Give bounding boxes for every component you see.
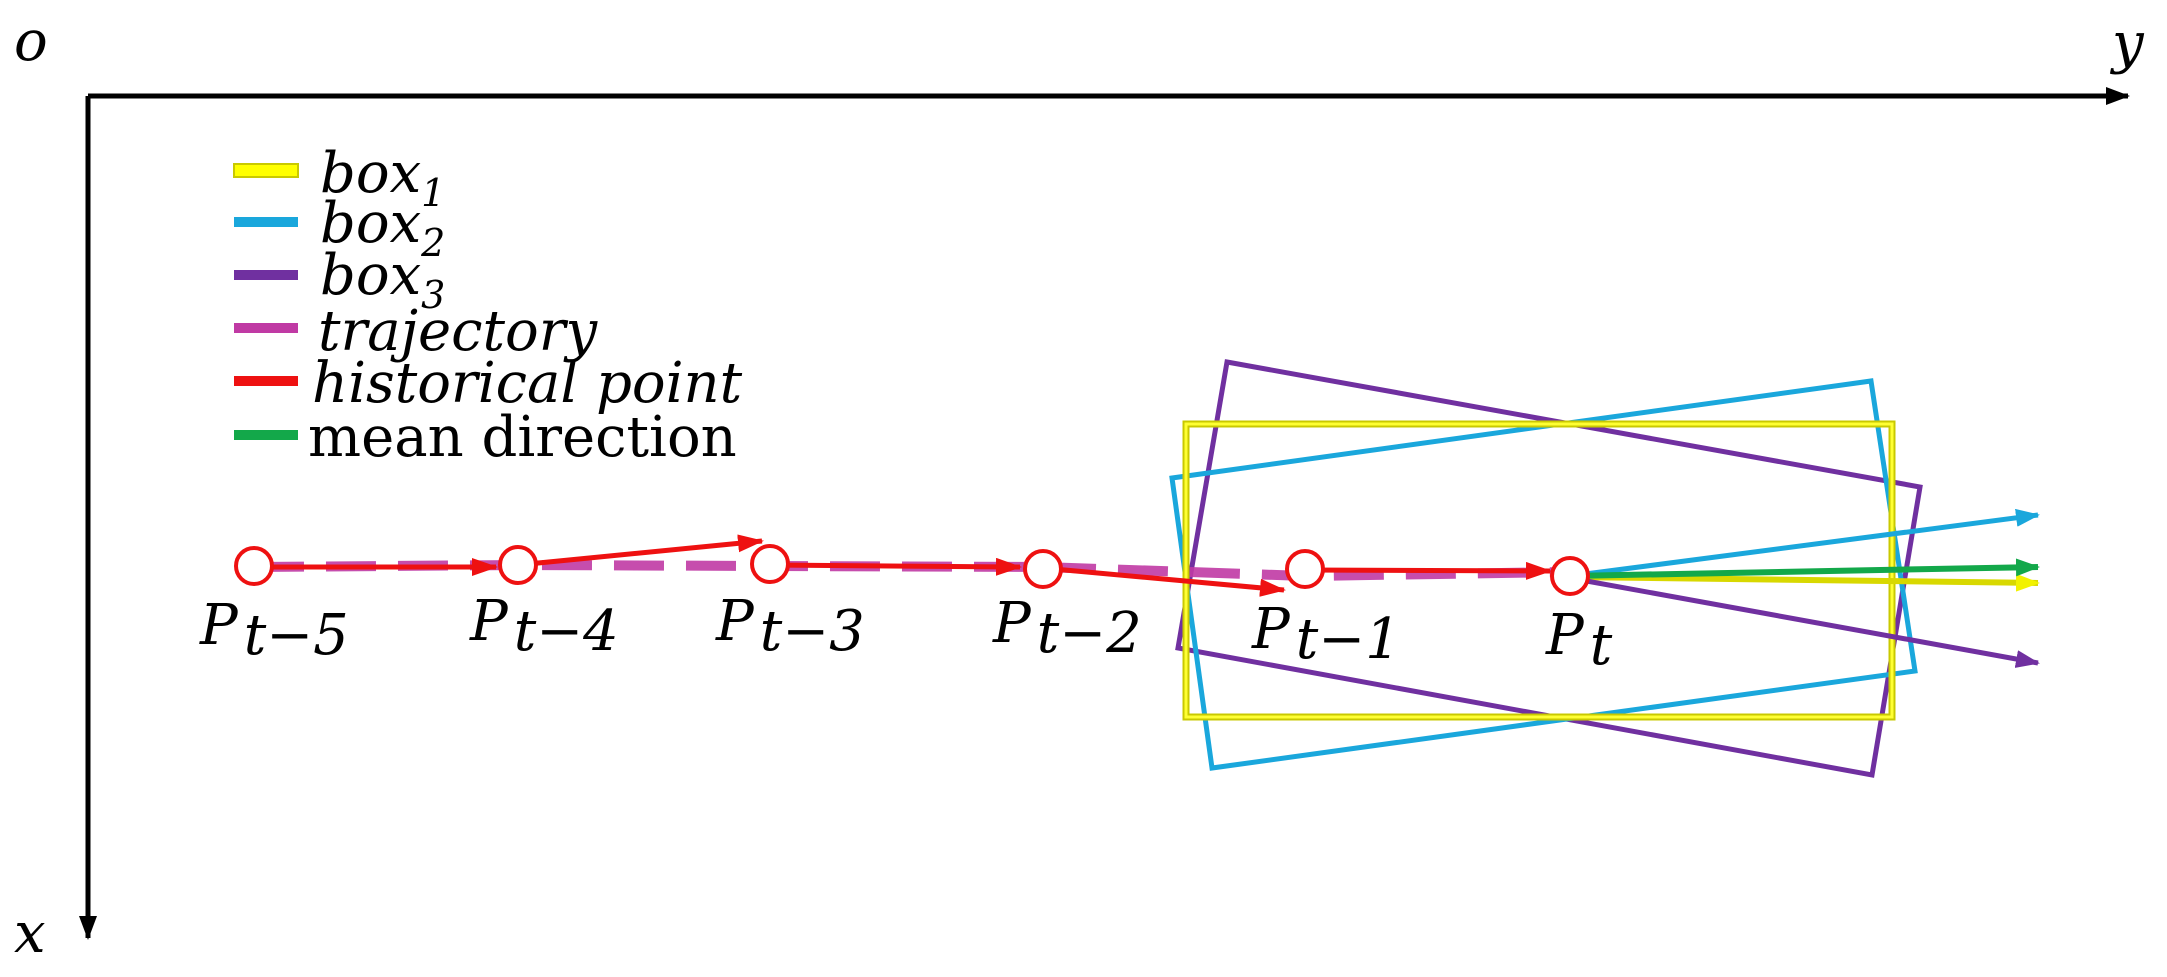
point-marker-t <box>1550 556 1590 596</box>
legend-swatch-historical-point <box>234 376 298 386</box>
mean-direction-arrow <box>1569 558 2040 579</box>
legend-label-box3: box3 <box>320 243 445 317</box>
point-marker-t-5 <box>234 546 274 586</box>
point-marker-t-2 <box>1023 549 1063 589</box>
legend-item-box1: box1 <box>233 141 445 215</box>
direction-arrows <box>1569 508 2040 668</box>
legend-label-box1: box1 <box>320 141 445 215</box>
point-marker-t-3 <box>750 544 790 584</box>
box1-direction-arrow <box>1569 573 2040 592</box>
y-axis-label: y <box>2109 11 2145 76</box>
legend-swatch-box3 <box>234 270 298 280</box>
legend: box1 box2 box3 trajectory historical poi… <box>233 141 743 470</box>
legend-item-box3: box3 <box>234 243 445 317</box>
box2-direction-arrow <box>1569 508 2040 579</box>
box3-rect <box>1175 359 1923 778</box>
historical-arrows <box>254 534 1552 597</box>
point-marker-t-1 <box>1285 549 1325 589</box>
legend-label-mean-direction: mean direction <box>308 405 737 470</box>
legend-swatch-mean-direction <box>234 430 298 440</box>
legend-label-trajectory: trajectory <box>318 299 599 364</box>
historical-arrow <box>1042 565 1286 597</box>
legend-swatch-trajectory <box>234 323 298 333</box>
legend-item-mean-direction: mean direction <box>234 405 737 470</box>
box3-direction-arrow <box>1569 575 2040 668</box>
legend-label-historical-point: historical point <box>312 351 743 416</box>
historical-points <box>234 544 1590 596</box>
legend-swatch-box1 <box>233 163 299 178</box>
box2-rect <box>1169 378 1918 771</box>
legend-label-box2: box2 <box>320 191 445 265</box>
legend-swatch-box2 <box>234 217 298 227</box>
origin-label: o <box>14 9 48 74</box>
x-axis-label: x <box>14 901 46 966</box>
historical-arrow <box>1304 561 1552 580</box>
legend-item-box2: box2 <box>234 191 445 265</box>
historical-arrow <box>517 534 764 568</box>
legend-item-historical-point: historical point <box>234 351 743 416</box>
point-marker-t-4 <box>498 545 538 585</box>
legend-item-trajectory: trajectory <box>234 299 599 364</box>
historical-arrow <box>769 557 1022 576</box>
